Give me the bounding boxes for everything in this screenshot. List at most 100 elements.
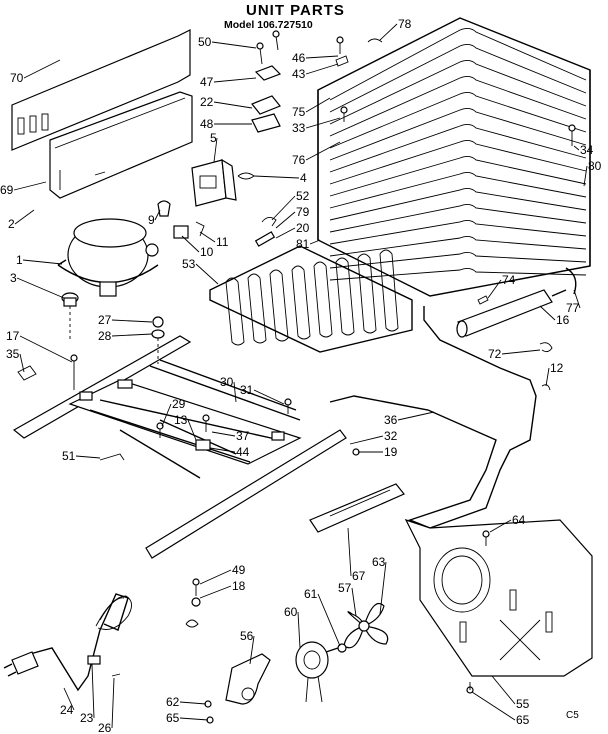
leader-line-31	[253, 389, 285, 405]
callout-17: 17	[6, 329, 20, 343]
callout-30: 30	[220, 375, 234, 389]
callout-50: 50	[198, 35, 212, 49]
leader-line-51	[75, 455, 101, 459]
leader-line-72	[501, 349, 541, 355]
callout-26: 26	[98, 721, 112, 734]
callout-51: 51	[62, 449, 76, 463]
leader-line-46	[305, 55, 339, 59]
callout-78: 78	[398, 17, 412, 31]
leader-line-23	[91, 663, 95, 719]
refrigerant-tubing	[329, 306, 537, 529]
leader-line-24	[63, 687, 75, 711]
callout-72: 72	[488, 347, 502, 361]
motor-bracket	[204, 653, 271, 724]
callout-1: 1	[16, 253, 23, 267]
callout-79: 79	[296, 205, 310, 219]
callout-28: 28	[98, 329, 112, 343]
leader-line-29	[161, 403, 172, 427]
start-relay	[191, 158, 255, 207]
callout-70: 70	[10, 71, 24, 85]
callout-29: 29	[172, 397, 186, 411]
callout-60: 60	[284, 605, 298, 619]
callout-36: 36	[384, 413, 398, 427]
callout-3: 3	[10, 271, 17, 285]
callout-64: 64	[512, 513, 526, 527]
leader-line-26	[111, 677, 115, 729]
leader-line-57	[351, 587, 357, 617]
leader-line-64	[489, 519, 512, 533]
leader-line-55	[491, 675, 516, 705]
leader-line-20	[275, 227, 296, 239]
callout-74: 74	[502, 273, 516, 287]
leader-line-44	[209, 447, 236, 453]
callout-18: 18	[232, 579, 246, 593]
callout-44: 44	[236, 445, 250, 459]
leader-line-11	[199, 231, 216, 243]
leader-line-65a	[179, 717, 209, 721]
compressor-grommet	[61, 292, 79, 340]
fan-motor	[295, 641, 347, 703]
leader-line-49	[199, 569, 232, 585]
callout-56: 56	[240, 629, 254, 643]
mounting-brackets	[251, 30, 282, 133]
leader-line-4	[253, 175, 300, 179]
callout-55: 55	[516, 697, 530, 711]
compressor	[57, 218, 159, 297]
leader-line-74	[487, 279, 502, 299]
callout-5: 5	[210, 131, 217, 145]
leader-line-5	[213, 137, 218, 163]
callout-46: 46	[292, 51, 306, 65]
leader-line-13	[187, 419, 197, 441]
leader-line-43	[305, 63, 339, 75]
power-cord	[3, 593, 132, 692]
leader-line-78	[379, 23, 398, 41]
filter-drier	[456, 124, 577, 391]
leader-line-50	[211, 41, 257, 49]
callout-23: 23	[80, 711, 94, 725]
overload-protector	[157, 200, 205, 239]
callout-9: 9	[148, 213, 155, 227]
leader-line-3	[16, 277, 65, 299]
condenser-fan-blade	[343, 602, 389, 649]
leader-line-34	[573, 145, 580, 151]
callout-11: 11	[216, 235, 229, 249]
leader-line-76	[305, 141, 341, 161]
screws-upper	[335, 36, 383, 122]
leader-line-35	[19, 353, 25, 373]
callout-16: 16	[556, 313, 570, 327]
corner-code: C5	[566, 710, 579, 721]
callout-75: 75	[292, 105, 306, 119]
leader-line-65b	[471, 691, 516, 721]
diagram-title: UNIT PARTS	[246, 2, 345, 19]
callout-19: 19	[384, 445, 398, 459]
leader-line-61	[317, 593, 341, 647]
leader-line-53	[195, 263, 219, 285]
condenser-coil	[317, 17, 591, 297]
callout-27: 27	[98, 313, 112, 327]
callout-31: 31	[240, 383, 254, 397]
callout-62: 62	[166, 695, 180, 709]
leader-line-67	[347, 527, 352, 577]
leader-line-52	[271, 195, 296, 221]
callout-65b: 65	[516, 713, 530, 727]
callout-22: 22	[200, 95, 214, 109]
leader-line-22	[213, 101, 253, 109]
callout-52: 52	[296, 189, 310, 203]
callout-33: 33	[292, 121, 306, 135]
callout-65a: 65	[166, 711, 180, 725]
cord-clamp-parts	[185, 578, 201, 628]
leader-line-28	[111, 333, 153, 337]
leader-line-79	[275, 211, 296, 229]
callout-76: 76	[292, 153, 306, 167]
leader-line-47	[213, 77, 257, 83]
callout-48: 48	[200, 117, 214, 131]
callout-32: 32	[384, 429, 398, 443]
leader-line-36	[397, 411, 435, 421]
leader-line-56	[249, 635, 255, 665]
fan-baffle	[309, 483, 593, 694]
leader-line-2	[14, 209, 35, 225]
leader-line-32	[349, 435, 384, 445]
callout-13: 13	[174, 413, 188, 427]
lower-coil	[209, 245, 413, 353]
